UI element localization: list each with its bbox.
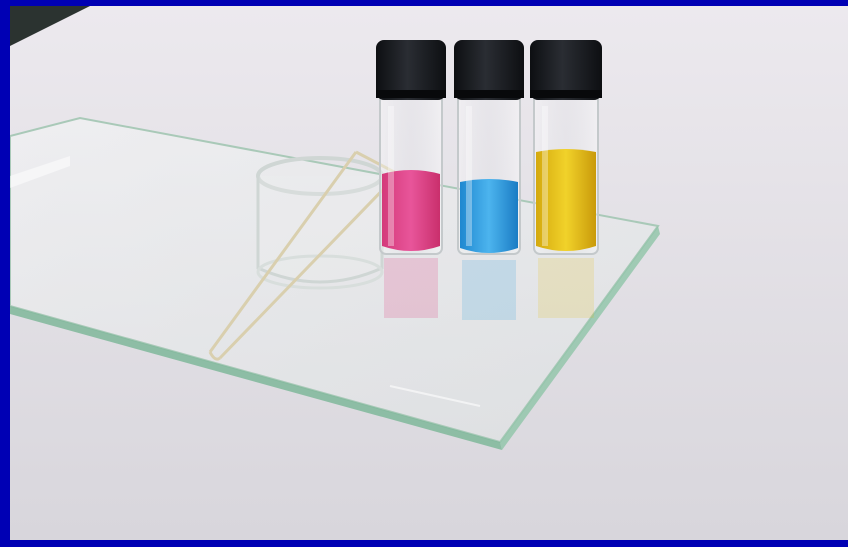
vial-cyan	[454, 40, 524, 255]
vial-magenta	[376, 40, 446, 255]
vial-cap	[454, 40, 524, 100]
corner-shadow	[10, 6, 90, 46]
liquid-magenta	[382, 170, 440, 251]
vial-yellow	[530, 40, 602, 255]
liquid-yellow	[536, 149, 596, 251]
vial-cap	[376, 40, 446, 100]
photo-scene	[10, 6, 848, 540]
photo	[10, 6, 848, 540]
liquid-cyan	[460, 179, 518, 253]
glass-ring	[256, 156, 384, 290]
vial-reflections	[384, 258, 594, 320]
vial-cap	[530, 40, 602, 100]
